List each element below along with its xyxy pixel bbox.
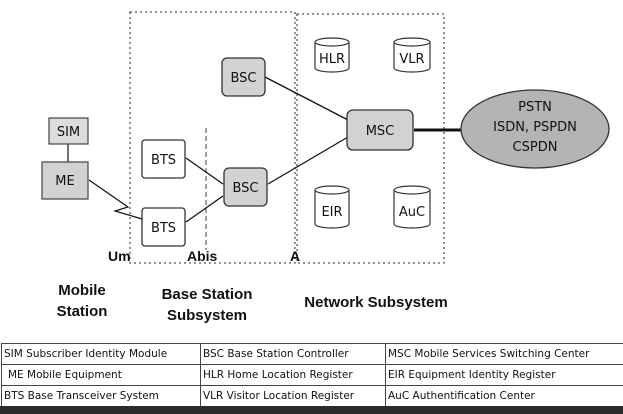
base-station-subsystem-label: Base Station Subsystem xyxy=(161,286,253,324)
svg-text:EIR: EIR xyxy=(321,205,342,220)
bts-node-upper: BTS xyxy=(141,139,186,179)
bsc-node-upper: BSC xyxy=(221,57,266,97)
legend-row: SIM Subscriber Identity Module BSC Base … xyxy=(1,343,623,365)
vlr-database: VLR xyxy=(393,37,431,73)
mobile-station-label: Mobile Station xyxy=(56,282,108,320)
legend-cell: ME Mobile Equipment xyxy=(1,364,201,386)
svg-text:BSC: BSC xyxy=(232,181,258,196)
network-subsystem-label: Network Subsystem xyxy=(304,294,448,311)
legend-cell: BTS Base Transceiver System xyxy=(1,385,201,407)
legend-cell: SIM Subscriber Identity Module xyxy=(1,343,201,365)
gsm-architecture-diagram: SIM ME BTS BTS BSC BSC MSC HLR VLR xyxy=(41,11,610,264)
svg-text:MSC: MSC xyxy=(366,124,395,139)
svg-text:BTS: BTS xyxy=(151,153,176,168)
sim-node: SIM xyxy=(48,117,89,145)
legend-cell: AuC Authentification Center xyxy=(385,385,623,407)
me-node: ME xyxy=(41,161,89,200)
svg-text:BSC: BSC xyxy=(230,71,256,86)
svg-text:VLR: VLR xyxy=(399,52,424,67)
svg-text:ISDN, PSPDN: ISDN, PSPDN xyxy=(493,120,577,135)
legend-cell: MSC Mobile Services Switching Center xyxy=(385,343,623,365)
bts-bsc-link-upper xyxy=(185,157,224,185)
a-interface-label: A xyxy=(290,248,300,264)
svg-text:SIM: SIM xyxy=(57,125,80,140)
network-subsystem-boundary xyxy=(296,13,445,264)
legend-cell: HLR Home Location Register xyxy=(200,364,386,386)
msc-node: MSC xyxy=(346,109,414,151)
svg-text:BTS: BTS xyxy=(151,221,176,236)
svg-text:PSTN: PSTN xyxy=(518,100,552,115)
auc-database: AuC xyxy=(393,185,431,229)
hlr-database: HLR xyxy=(314,37,350,73)
legend-cell: EIR Equipment Identity Register xyxy=(385,364,623,386)
base-station-subsystem-boundary xyxy=(129,11,296,264)
svg-text:AuC: AuC xyxy=(399,205,425,220)
bsc-msc-link-upper xyxy=(264,76,349,121)
svg-text:CSPDN: CSPDN xyxy=(513,140,558,155)
um-interface-label: Um xyxy=(108,248,131,264)
legend-row: ME Mobile Equipment HLR Home Location Re… xyxy=(1,364,623,386)
bts-node-lower: BTS xyxy=(141,207,186,247)
svg-text:HLR: HLR xyxy=(319,52,345,67)
pstn-network: PSTN ISDN, PSPDN CSPDN xyxy=(460,89,610,169)
legend-cell: BSC Base Station Controller xyxy=(200,343,386,365)
um-radio-link xyxy=(88,179,143,220)
legend-row: BTS Base Transceiver System VLR Visitor … xyxy=(1,385,623,407)
bottom-bar xyxy=(0,406,623,414)
bsc-node-lower: BSC xyxy=(223,167,268,207)
eir-database: EIR xyxy=(314,185,350,229)
svg-text:ME: ME xyxy=(55,174,74,189)
legend-cell: VLR Visitor Location Register xyxy=(200,385,386,407)
abis-interface-label: Abis xyxy=(187,248,218,264)
legend-table: SIM Subscriber Identity Module BSC Base … xyxy=(1,343,623,407)
bsc-msc-link-lower xyxy=(267,136,349,185)
bts-bsc-link-lower xyxy=(185,195,224,223)
